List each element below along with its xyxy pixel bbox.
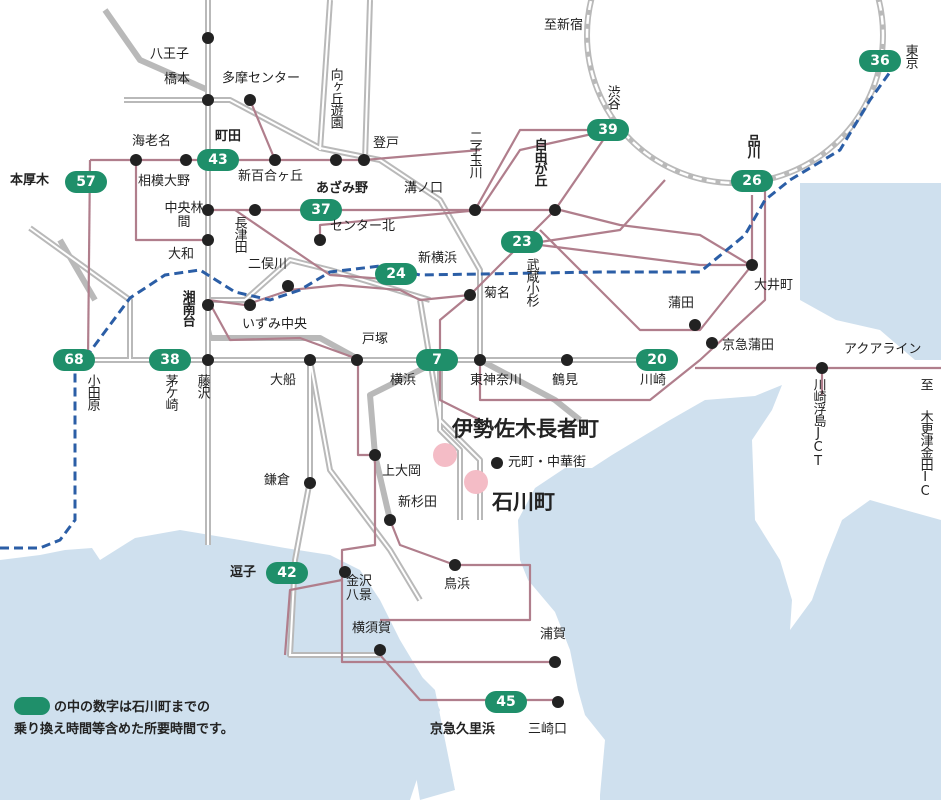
- dest-shinjuku: 至新宿: [544, 18, 584, 33]
- badge-zushi: 42: [266, 562, 308, 584]
- station-keikyukurihama: 京急久里浜: [430, 722, 496, 737]
- tokyo-bay: [518, 183, 941, 800]
- station-yokosuka: 横須賀: [352, 621, 392, 636]
- station-zushi: 逗子: [230, 565, 257, 580]
- station-shibuya: 渋谷: [604, 85, 620, 109]
- station-kamata: 蒲田: [668, 296, 695, 311]
- station-keikyu-kamata: 京急蒲田: [722, 338, 775, 353]
- yamanote-line: [584, 0, 886, 186]
- station-hashimoto: 橋本: [164, 72, 191, 87]
- dest-aqualine: アクアライン: [844, 342, 922, 357]
- station-chuorinkan: 中央林間: [164, 201, 204, 230]
- station-tsurumi: 鶴見: [552, 373, 579, 388]
- badge-chigasaki: 38: [149, 349, 191, 371]
- dest-tokyo: 東京: [902, 44, 918, 68]
- station-torihama: 鳥浜: [444, 577, 471, 592]
- badge-kawasaki: 20: [636, 349, 678, 371]
- dest-to: 至: [917, 378, 933, 390]
- station-musashikosugi: 武蔵小杉: [523, 258, 539, 306]
- station-shinyurigaoka: 新百合ヶ丘: [238, 169, 304, 184]
- badge-machida: 43: [197, 149, 239, 171]
- station-honatsugi: 本厚木: [10, 173, 50, 188]
- target-isezakichojamachi: 伊勢佐木長者町: [452, 417, 599, 441]
- station-futakotamagawa: 二子玉川: [466, 130, 482, 178]
- station-totsuka: 戸塚: [362, 332, 389, 347]
- badge-shinyokohama: 24: [375, 263, 417, 285]
- badge-kurihama: 45: [485, 691, 527, 713]
- station-mukogaoka: 向ヶ丘遊園: [327, 68, 343, 128]
- station-kawasaki: 川崎: [640, 373, 667, 388]
- station-nagatsuta: 長津田: [231, 216, 247, 252]
- station-dots: [130, 32, 828, 708]
- station-kamiooka: 上大岡: [382, 464, 422, 479]
- station-shinsugita: 新杉田: [398, 495, 438, 510]
- badge-azamino: 37: [300, 199, 342, 221]
- expressway: [0, 64, 897, 550]
- station-ofuna: 大船: [270, 373, 297, 388]
- station-odawara: 小田原: [84, 374, 100, 410]
- legend-badge-swatch: [14, 697, 50, 715]
- station-center-kita: センター北: [330, 219, 396, 234]
- legend: の中の数字は石川町までの 乗り換え時間等含めた所要時間です。: [14, 697, 234, 741]
- sagami-bay: [0, 530, 440, 800]
- dest-kisarazu: 木更津金田IC: [917, 410, 933, 498]
- station-ebina: 海老名: [132, 134, 172, 149]
- badge-yokohama: 7: [416, 349, 458, 371]
- station-shinagawa: 品川: [744, 134, 760, 158]
- station-yamato: 大和: [168, 247, 195, 262]
- legend-line-2: 乗り換え時間等含めた所要時間です。: [14, 722, 234, 737]
- station-sagamiono: 相模大野: [138, 174, 191, 189]
- station-futamatagawa: 二俣川: [248, 257, 288, 272]
- station-oimachi: 大井町: [754, 278, 794, 293]
- station-shinyokohama: 新横浜: [418, 251, 458, 266]
- badge-tokyo: 36: [859, 50, 901, 72]
- station-izumichuo: いずみ中央: [242, 317, 308, 332]
- station-shonandai: 湘南台: [179, 290, 195, 326]
- isezakichojamachi-marker: [433, 443, 457, 467]
- station-noborito: 登戸: [373, 136, 400, 151]
- station-uraga: 浦賀: [540, 627, 567, 642]
- badge-shinagawa: 26: [731, 170, 773, 192]
- station-kawasaki-ukishima: 川崎浮島JCT: [810, 378, 826, 468]
- ishikawacho-marker: [464, 470, 488, 494]
- station-fujisawa: 藤沢: [194, 374, 210, 398]
- station-yokohama: 横浜: [390, 373, 417, 388]
- target-ishikawacho: 石川町: [492, 490, 555, 514]
- station-kikuna: 菊名: [484, 286, 511, 301]
- rail-inner: [29, 0, 650, 656]
- badge-shibuya: 39: [587, 119, 629, 141]
- legend-line-1: の中の数字は石川町までの: [54, 700, 211, 715]
- station-kanazawahakkei: 金沢八景: [346, 574, 373, 603]
- station-tama-center: 多摩センター: [222, 71, 301, 86]
- station-hachioji: 八王子: [150, 47, 190, 62]
- station-misakiguchi: 三崎口: [528, 722, 568, 737]
- station-motomachi: 元町・中華街: [508, 455, 587, 470]
- badge-honatsugi: 57: [65, 171, 107, 193]
- station-azamino: あざみ野: [316, 181, 369, 196]
- station-higashikanagawa: 東神奈川: [470, 373, 523, 388]
- station-jiyugaoka: 自由が丘: [531, 138, 547, 186]
- station-chigasaki: 茅ケ崎: [162, 374, 178, 410]
- badge-musashikosugi: 23: [501, 231, 543, 253]
- station-mizonokuchi: 溝ノ口: [404, 181, 444, 196]
- badge-odawara: 68: [53, 349, 95, 371]
- station-machida: 町田: [215, 129, 242, 144]
- station-kamakura: 鎌倉: [264, 473, 291, 488]
